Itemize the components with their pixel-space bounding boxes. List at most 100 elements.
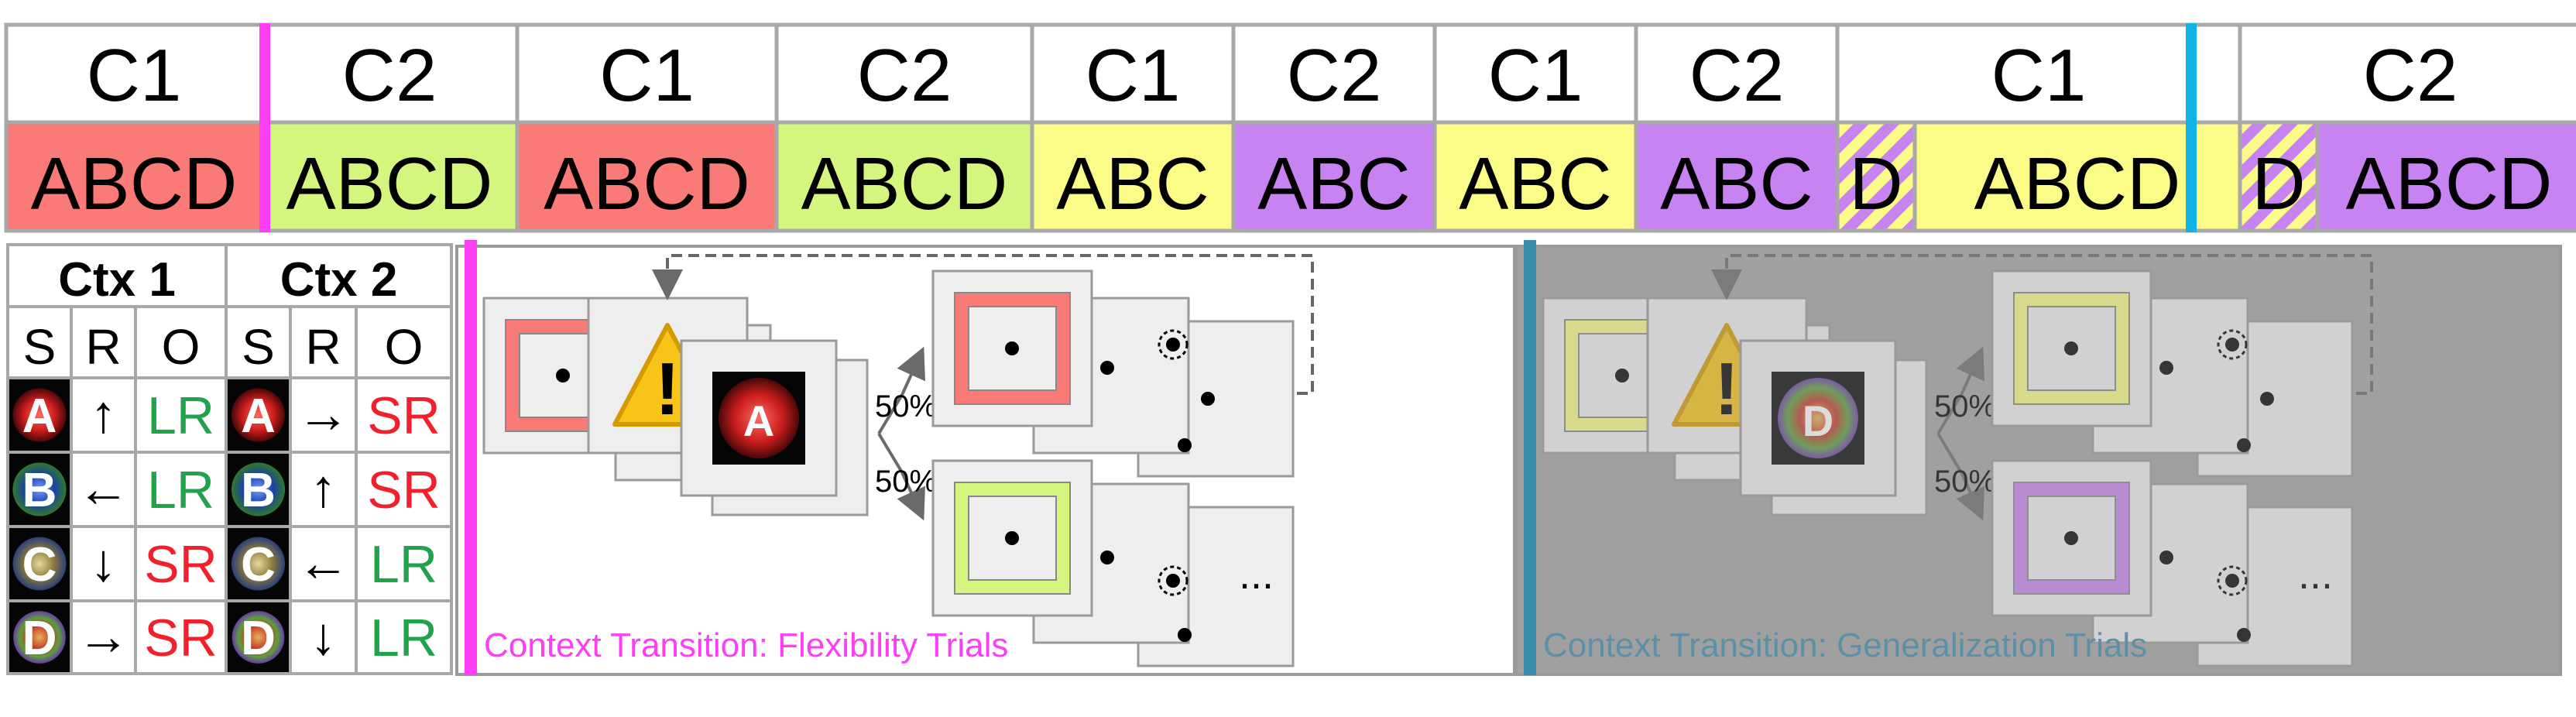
stimulus-letter: A <box>22 389 57 443</box>
sequence-label: ABC <box>1660 142 1813 225</box>
branch-arrow-down <box>877 432 925 521</box>
stimulus-letter: B <box>22 464 57 517</box>
column-header: R <box>305 319 341 375</box>
sequence-cell <box>1634 120 1840 233</box>
fixation-dot-icon <box>2159 361 2173 375</box>
ctx1-response: ← <box>77 459 130 518</box>
panel-caption: Context Transition: Generalization Trial… <box>1543 626 2147 664</box>
context-label: C2 <box>2363 34 2458 117</box>
stimulus-letter: A <box>743 396 774 445</box>
stimulus-blob-icon <box>231 388 286 442</box>
column-header: O <box>162 319 201 375</box>
panel-caption: Context Transition: Flexibility Trials <box>484 626 1008 664</box>
stimulus-blob-icon <box>12 537 67 591</box>
ellipsis: ... <box>1239 551 1274 598</box>
fixation-dot-icon <box>2159 551 2173 564</box>
fixation-dot-icon <box>1005 531 1019 545</box>
ctx2-outcome: LR <box>370 609 437 667</box>
fixation-dot-icon <box>1166 338 1180 352</box>
context-label: C1 <box>1086 34 1181 117</box>
branch-arrow-up <box>877 346 925 435</box>
fixation-dot-icon <box>2225 338 2239 352</box>
dim-overlay <box>1537 248 2559 673</box>
ctx2-outcome: SR <box>367 386 440 445</box>
sequence-cell <box>4 120 264 233</box>
fixation-dot-icon <box>2237 438 2251 452</box>
fixation-dot-icon <box>1201 392 1215 406</box>
panel-side-bar <box>1524 240 1536 675</box>
loop-back-arrow <box>652 254 1314 395</box>
flexibility-transition-marker <box>259 23 270 232</box>
panel-side-bar <box>465 240 477 675</box>
sequence-label: ABCD <box>286 142 493 225</box>
stimulus-blob-icon <box>12 388 67 442</box>
ctx2-outcome: LR <box>370 535 437 594</box>
stimulus-letter: A <box>241 389 276 443</box>
context-2-header: Ctx 2 <box>280 253 398 307</box>
fixation-dot-icon <box>556 369 570 383</box>
warning-mark: ! <box>1714 348 1739 431</box>
sequence-label: ABC <box>1459 142 1611 225</box>
fixation-dot-icon <box>1178 628 1192 642</box>
probability-bottom: 50% <box>1934 465 1996 499</box>
context-header-cell <box>1835 22 2242 125</box>
context-1-header: Ctx 1 <box>58 253 176 307</box>
ctx2-response: ← <box>297 533 350 592</box>
stimulus-blob-icon <box>231 462 286 516</box>
column-header: R <box>85 319 121 375</box>
sequence-label: ABC <box>1056 142 1209 225</box>
generalization-transition-marker <box>2186 23 2197 232</box>
warning-mark: ! <box>655 348 680 431</box>
prefix-label: D <box>1849 142 1902 225</box>
context-label: C1 <box>1991 34 2087 117</box>
target-circle-icon <box>1158 329 1189 360</box>
prefix-label: D <box>2252 142 2305 225</box>
loop-back-arrow <box>1711 254 2373 395</box>
fixation-dot-icon <box>1005 341 1019 355</box>
ctx2-outcome: SR <box>367 461 440 520</box>
stimulus-letter: C <box>241 538 276 592</box>
column-header: O <box>385 319 424 375</box>
ctx1-response: ↑ <box>91 385 117 444</box>
fixation-dot-icon <box>2225 574 2239 588</box>
context-label: C1 <box>87 34 182 117</box>
prefix-striped-cell <box>2238 120 2320 233</box>
prefix-striped-cell <box>1835 120 1917 233</box>
context-header-cell <box>4 22 264 125</box>
stimulus-letter: D <box>241 612 276 665</box>
context-header-cell <box>2238 22 2576 125</box>
ctx1-response: → <box>77 607 130 666</box>
sequence-label: ABCD <box>31 142 238 225</box>
sequence-label: ABCD <box>2346 142 2553 225</box>
ctx1-response: ↓ <box>91 533 117 592</box>
context-label: C2 <box>1689 34 1785 117</box>
context-label: C2 <box>1287 34 1382 117</box>
context-label: C2 <box>342 34 437 117</box>
ctx1-outcome: LR <box>147 461 214 520</box>
target-circle-icon <box>2217 329 2248 360</box>
stimulus-letter: B <box>241 464 276 517</box>
ctx1-outcome: LR <box>147 386 214 445</box>
sequence-cell <box>1030 120 1236 233</box>
fixation-dot-icon <box>1178 438 1192 452</box>
sequence-cell <box>1231 120 1437 233</box>
target-circle-icon <box>2217 565 2248 596</box>
fixation-dot-icon <box>2237 628 2251 642</box>
ctx2-response: → <box>297 385 350 444</box>
stimulus-blob-icon <box>719 378 799 458</box>
ctx1-outcome: SR <box>144 609 217 667</box>
stimulus-blob-icon <box>231 537 286 591</box>
sequence-label: ABCD <box>801 142 1008 225</box>
fixation-dot-icon <box>1166 574 1180 588</box>
sequence-cell <box>515 120 779 233</box>
context-label: C1 <box>599 34 695 117</box>
sequence-cell <box>774 120 1034 233</box>
stimulus-blob-icon <box>12 462 67 516</box>
context-label: C2 <box>857 34 952 117</box>
probability-bottom: 50% <box>875 465 937 499</box>
fixation-dot-icon <box>1615 369 1629 383</box>
fixation-dot-icon <box>2260 392 2274 406</box>
